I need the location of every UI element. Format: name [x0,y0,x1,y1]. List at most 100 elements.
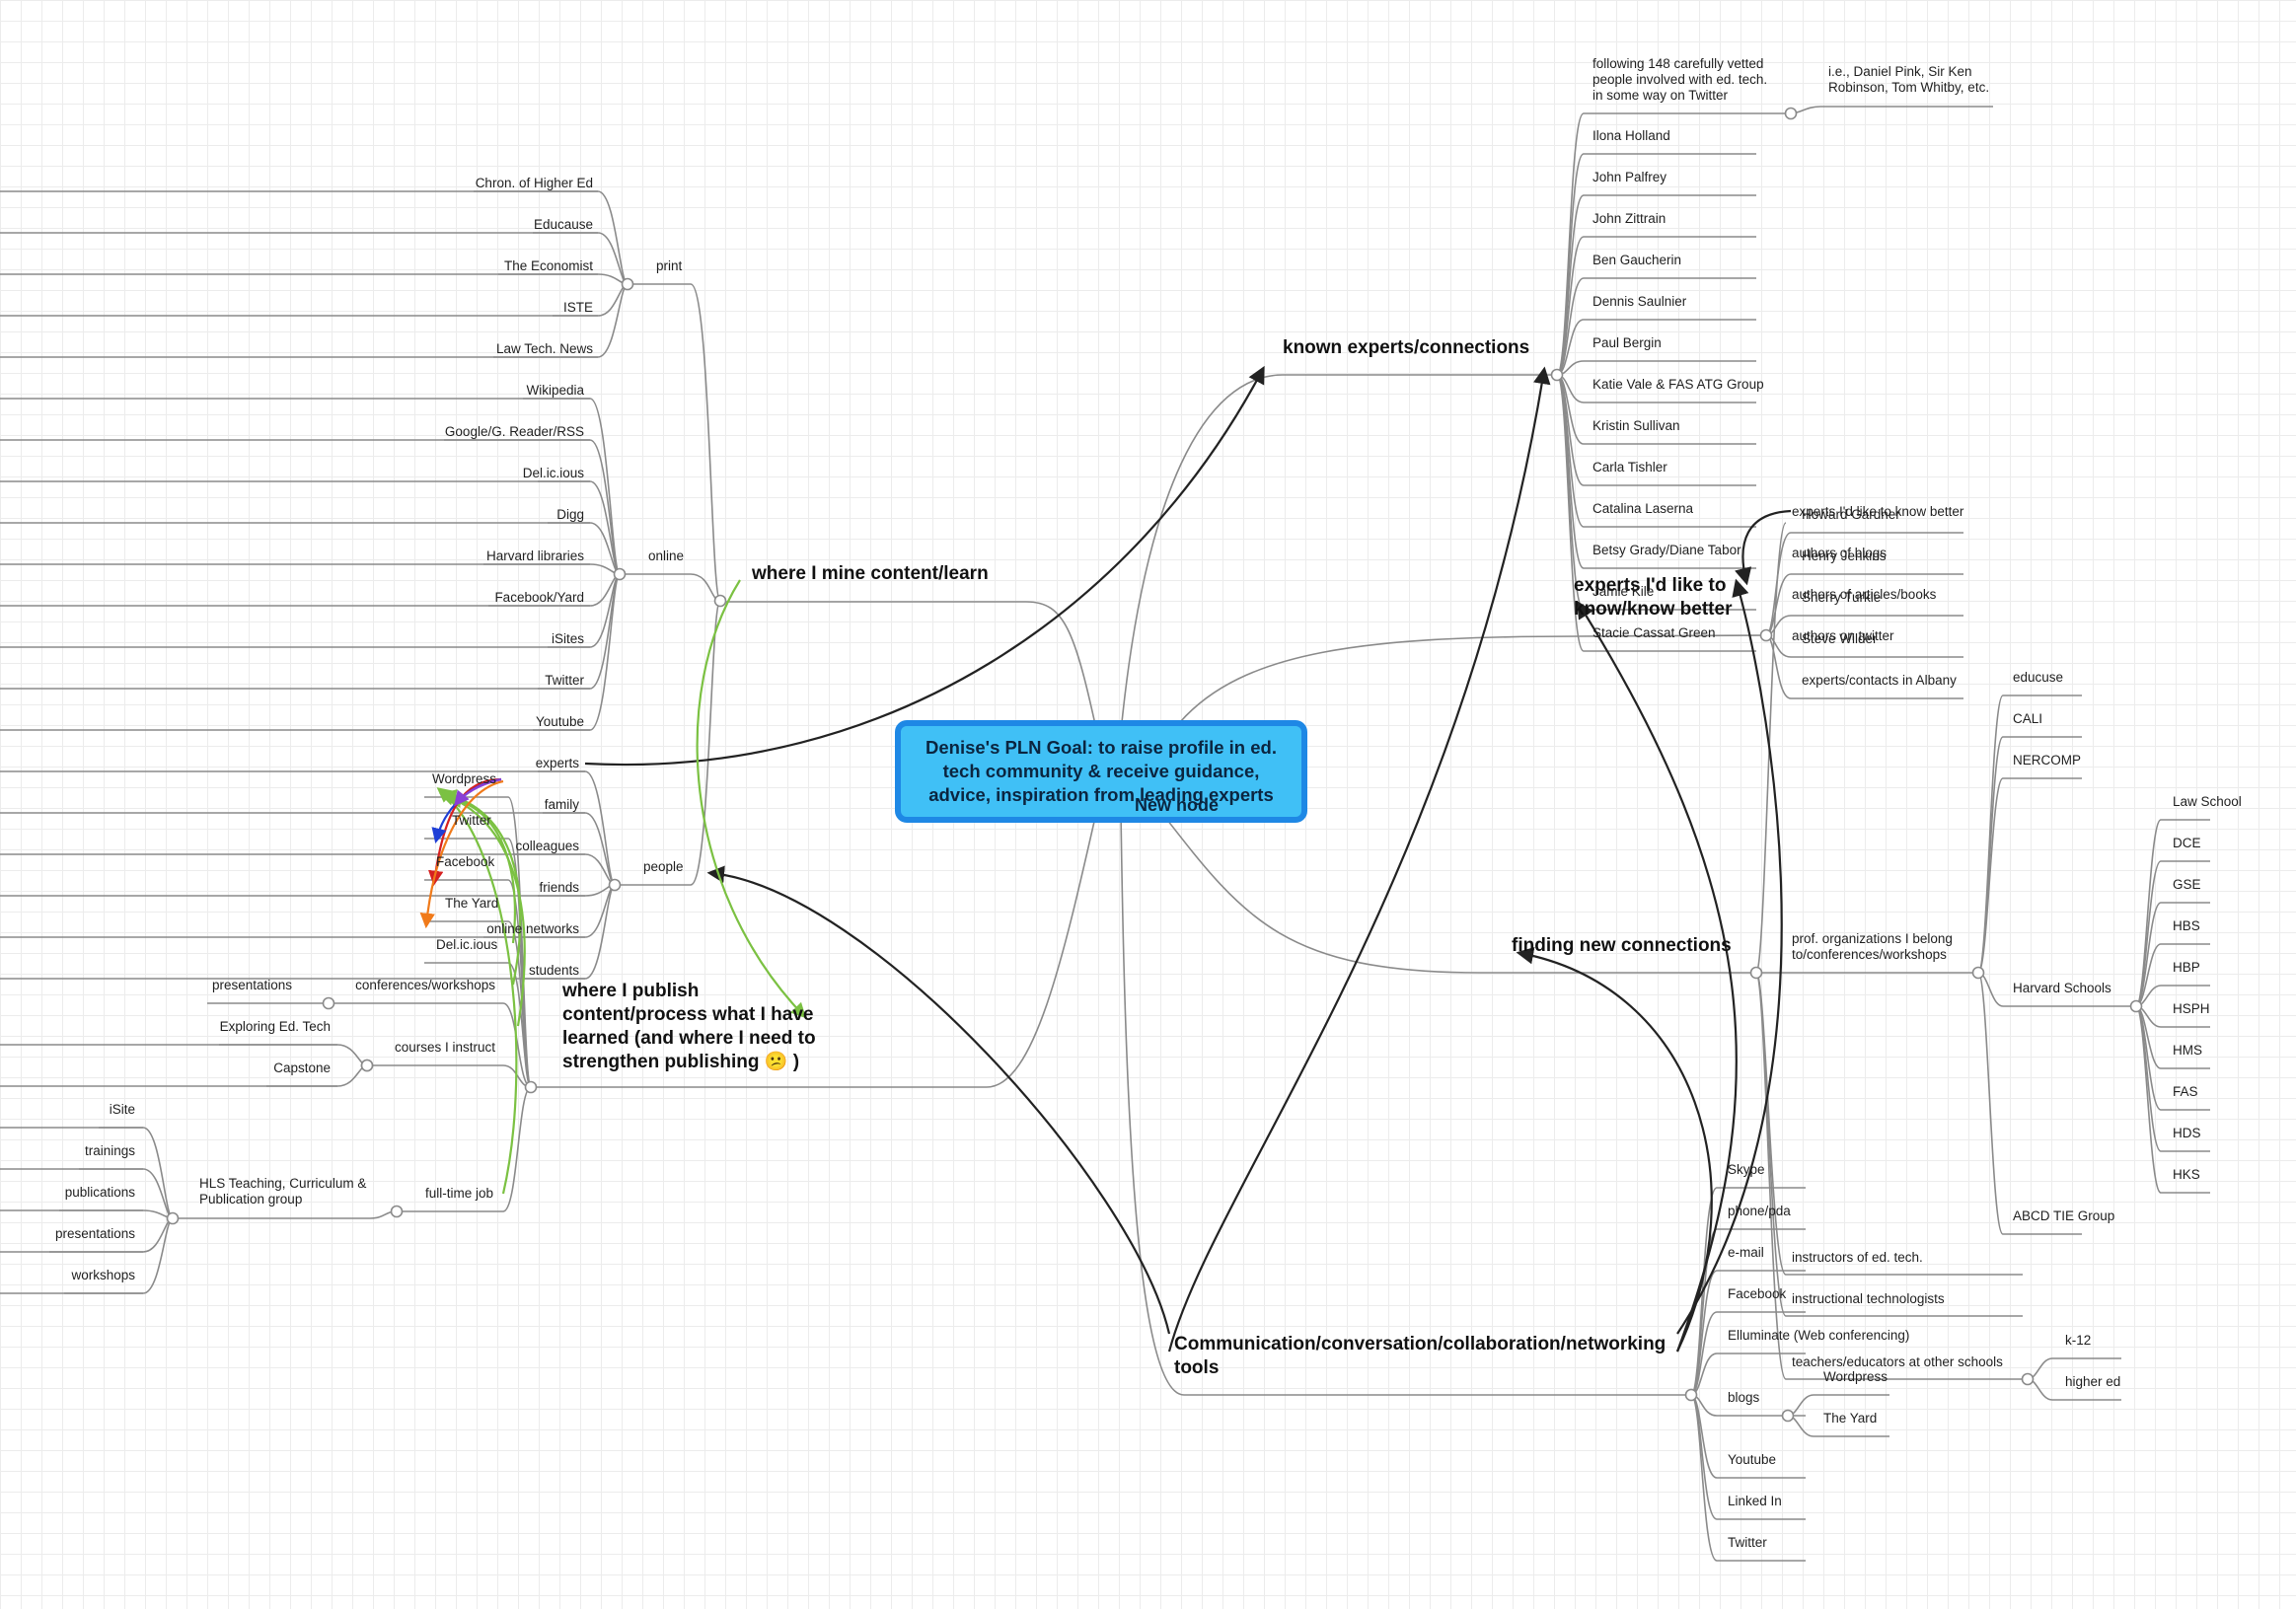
node-blog-item[interactable]: The Yard [1823,1411,1878,1426]
node-school[interactable]: HBS [2173,918,2200,933]
collapse-toggle[interactable] [2129,999,2143,1013]
collapse-toggle[interactable] [608,878,622,892]
node-conferences-presentations[interactable]: presentations [212,978,293,992]
node-courses[interactable]: courses I instruct [394,1040,495,1055]
collapse-toggle[interactable] [1784,107,1798,120]
branch-like[interactable]: experts I'd like to know/know better [1574,575,1733,620]
collapse-toggle[interactable] [390,1205,404,1218]
node-job-item[interactable]: iSite [109,1102,135,1117]
node-known-person[interactable]: Dennis Saulnier [1592,294,1687,309]
node-job-item[interactable]: workshops [71,1268,135,1282]
node-known-person[interactable]: Kristin Sullivan [1592,418,1680,433]
collapse-toggle[interactable] [1749,966,1763,980]
node-like-person[interactable]: Howard Gardner [1802,507,1900,522]
node-known-person[interactable]: Betsy Grady/Diane Tabor [1592,543,1741,557]
node-school[interactable]: HBP [2173,960,2200,975]
node-school[interactable]: Law School [2173,794,2242,809]
branch-known[interactable]: known experts/connections [1283,337,1530,358]
node-print-item[interactable]: ISTE [562,300,593,315]
branch-comm[interactable]: Communication/conversation/collaboration… [1174,1334,1666,1378]
node-print[interactable]: print [656,258,683,273]
collapse-toggle[interactable] [621,277,634,291]
node-print-item[interactable]: The Economist [503,258,593,273]
node-online-item[interactable]: Del.ic.ious [522,466,584,480]
node-school[interactable]: HSPH [2173,1001,2210,1016]
node-people-item[interactable]: colleagues [515,839,579,853]
branch-publish[interactable]: where I publish content/process what I h… [562,981,816,1072]
node-instructors[interactable]: instructors of ed. tech. [1792,1250,1923,1265]
node-job-item[interactable]: presentations [54,1226,135,1241]
node-school[interactable]: GSE [2173,877,2201,892]
node-known-person[interactable]: John Zittrain [1592,211,1666,226]
node-online-item[interactable]: Youtube [535,714,584,729]
node-comm-item[interactable]: Twitter [1728,1535,1767,1550]
node-online-item[interactable]: Facebook/Yard [494,590,584,605]
node-people-item[interactable]: friends [539,880,579,895]
node-online-item[interactable]: Google/G. Reader/RSS [444,424,584,439]
node-like-person[interactable]: Sherry Turkle [1802,590,1882,605]
node-online[interactable]: online [648,549,685,563]
node-publish-wordpress[interactable]: Wordpress [432,771,497,786]
node-online-item[interactable]: Digg [556,507,584,522]
node-people-item[interactable]: family [544,797,579,812]
node-known-person[interactable]: Jamie Kile [1592,584,1655,599]
node-people-item[interactable]: experts [535,756,579,770]
node-comm-item[interactable]: Youtube [1728,1452,1777,1467]
node-comm-item[interactable]: e-mail [1728,1245,1764,1260]
node-like-person[interactable]: Henry Jenkins [1802,549,1887,563]
node-school[interactable]: HMS [2173,1043,2202,1058]
node-known-person[interactable]: Stacie Cassat Green [1592,625,1716,640]
collapse-toggle[interactable] [1971,966,1985,980]
node-job-item[interactable]: publications [64,1185,135,1200]
node-comm-item[interactable]: Facebook [1728,1286,1787,1301]
node-technologists[interactable]: instructional technologists [1792,1291,1945,1306]
node-like-person[interactable]: Steve Wilder [1802,631,1878,646]
node-known-person[interactable]: Carla Tishler [1592,460,1667,475]
node-job-item[interactable]: trainings [84,1143,135,1158]
collapse-toggle[interactable] [1550,368,1564,382]
collapse-toggle[interactable] [1781,1409,1795,1423]
node-like-overlay[interactable]: authors of articles/books [1792,587,1937,602]
node-albany[interactable]: experts/contacts in Albany [1802,673,1957,688]
node-known-person[interactable]: John Palfrey [1592,170,1667,184]
node-school[interactable]: DCE [2173,836,2201,850]
node-following-examples[interactable]: i.e., Daniel Pink, Sir Ken Robinson, Tom… [1828,64,1990,95]
node-comm-item[interactable]: Elluminate (Web conferencing) [1728,1328,1910,1343]
collapse-toggle[interactable] [524,1080,538,1094]
node-known-person[interactable]: Katie Vale & FAS ATG Group [1592,377,1764,392]
node-publish-facebook[interactable]: Facebook [436,854,495,869]
node-abcd[interactable]: ABCD TIE Group [2013,1208,2115,1223]
collapse-toggle[interactable] [322,996,335,1010]
node-like-overlay[interactable]: experts I'd like to know better [1792,504,1964,519]
node-print-item[interactable]: Chron. of Higher Ed [475,176,593,190]
node-comm-item[interactable]: Linked In [1728,1494,1782,1508]
node-school[interactable]: HKS [2173,1167,2200,1182]
central-topic[interactable]: Denise's PLN Goal: to raise profile in e… [895,720,1307,823]
node-like-overlay[interactable]: authors on twitter [1792,628,1894,643]
collapse-toggle[interactable] [360,1059,374,1072]
node-known-person[interactable]: Ben Gaucherin [1592,253,1682,267]
node-teachers-item[interactable]: higher ed [2065,1374,2121,1389]
node-school[interactable]: FAS [2173,1084,2198,1099]
node-known-person[interactable]: Paul Bergin [1592,335,1662,350]
node-blogs[interactable]: blogs [1728,1390,1760,1405]
node-publish-yard[interactable]: The Yard [445,896,499,911]
node-online-item[interactable]: Harvard libraries [485,549,584,563]
node-print-item[interactable]: Law Tech. News [495,341,593,356]
node-teachers-item[interactable]: k-12 [2065,1333,2092,1348]
collapse-toggle[interactable] [713,594,727,608]
node-publish-delicious[interactable]: Del.ic.ious [436,937,498,952]
node-known-person[interactable]: Ilona Holland [1592,128,1670,143]
node-course-item[interactable]: Exploring Ed. Tech [219,1019,331,1034]
node-comm-item[interactable]: phone/pda [1728,1204,1791,1218]
node-people-item[interactable]: students [528,963,579,978]
node-people-item[interactable]: online networks [486,921,579,936]
collapse-toggle[interactable] [1684,1388,1698,1402]
node-prof-orgs[interactable]: prof. organizations I belong to/conferen… [1792,931,1953,962]
branch-mine[interactable]: where I mine content/learn [752,563,989,584]
node-org[interactable]: educuse [2013,670,2064,685]
node-online-item[interactable]: Wikipedia [526,383,584,398]
node-fulltime-job[interactable]: full-time job [424,1186,493,1201]
node-conferences[interactable]: conferences/workshops [355,978,495,992]
node-like-overlay[interactable]: authors of blogs [1792,546,1888,560]
